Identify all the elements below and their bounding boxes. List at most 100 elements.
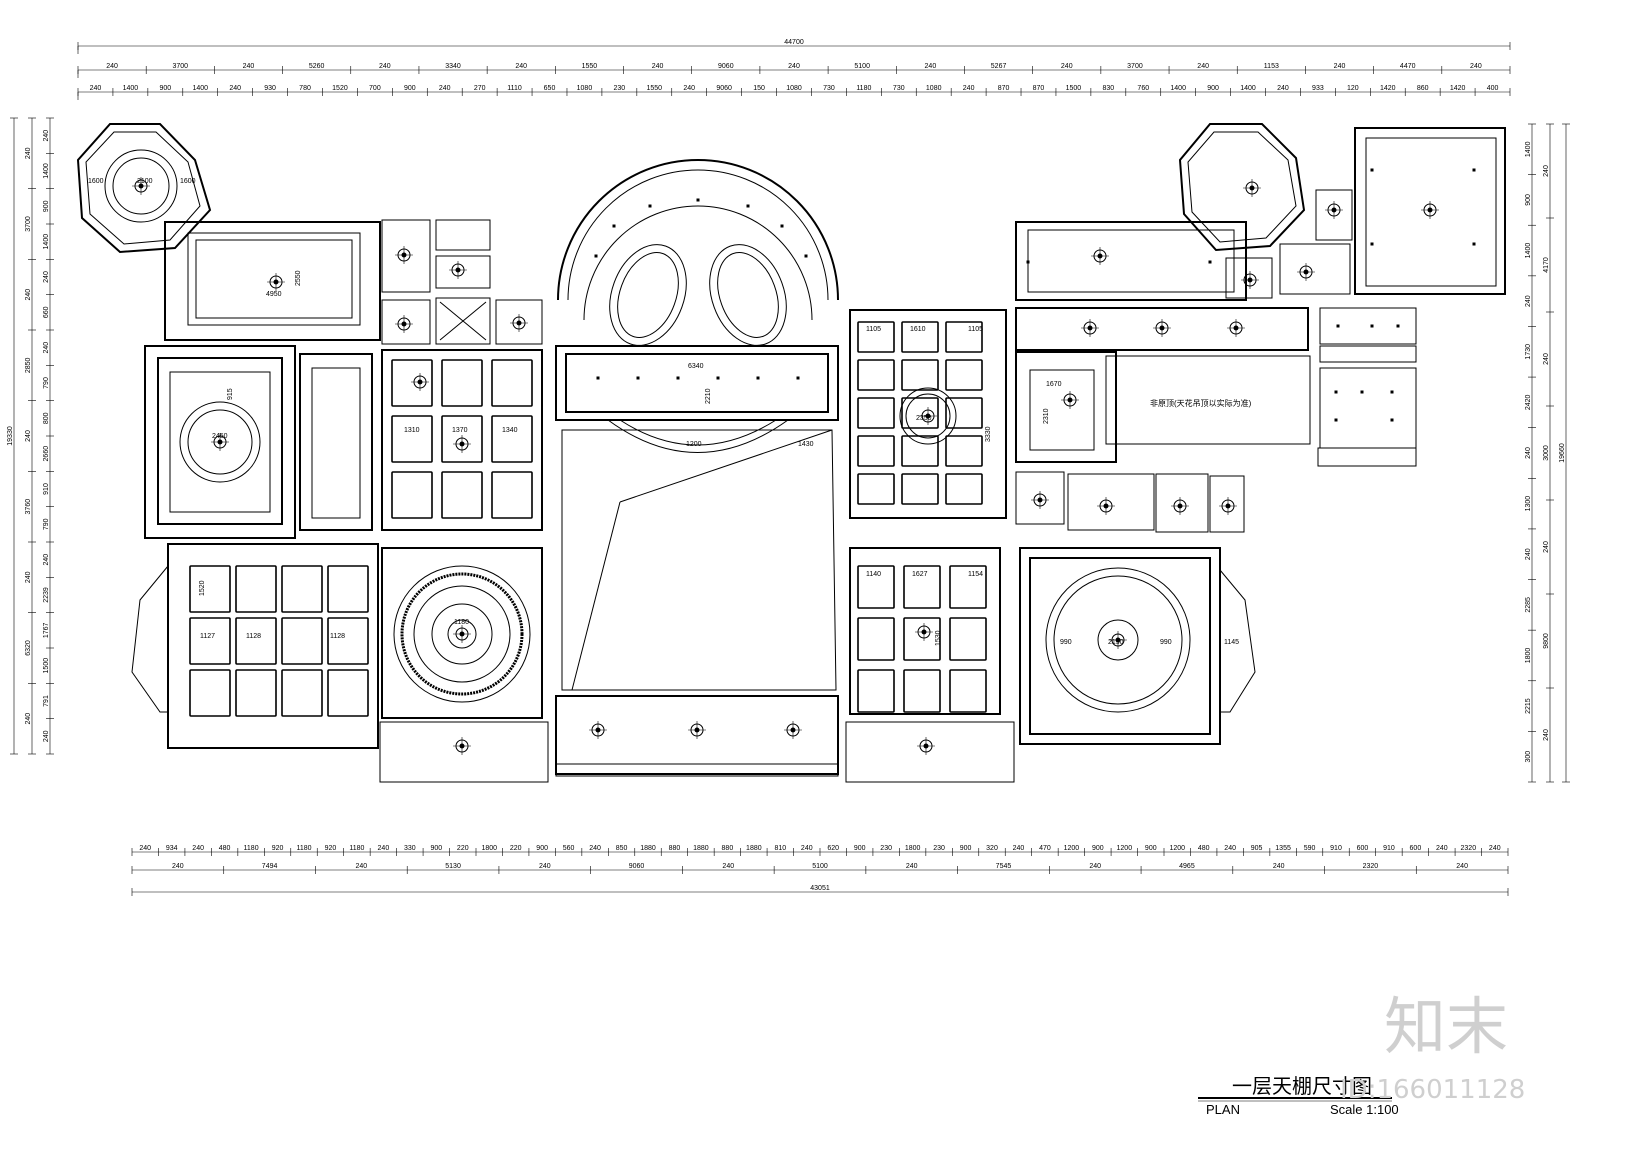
left-row3-value: 800 — [43, 412, 50, 424]
right-row3-value: 1800 — [1525, 648, 1532, 664]
label-right-grid-a: 1105 — [866, 326, 881, 333]
bottom-row1-value: 1880 — [693, 845, 709, 852]
scale-label: Scale 1:100 — [1330, 1102, 1399, 1117]
top-row3-value: 240 — [90, 85, 102, 92]
right-row2-value: 3000 — [1543, 445, 1550, 461]
bottom-row1-value: 920 — [272, 845, 284, 852]
bottom-row2-value: 5130 — [445, 863, 461, 870]
bottom-row1-value: 1180 — [296, 845, 311, 852]
bottom-row2-value: 5100 — [812, 863, 828, 870]
top-row3-value: 760 — [1137, 85, 1149, 92]
top-row3-value: 240 — [229, 85, 241, 92]
recessed-light — [395, 315, 413, 333]
ceiling-coffer — [945, 473, 983, 505]
ceiling-coffer — [235, 565, 277, 613]
recessed-light — [1061, 391, 1079, 409]
ceiling-coffer — [327, 669, 369, 717]
recessed-light — [1325, 201, 1343, 219]
drawing-title: 一层天棚尺寸图 — [1232, 1074, 1372, 1098]
label-lower-mid-b: 1627 — [912, 571, 928, 578]
top-row2-value: 240 — [106, 63, 118, 70]
bottom-row1-value: 1355 — [1275, 845, 1291, 852]
plan-label: PLAN — [1206, 1102, 1240, 1117]
bottom-row2-value: 240 — [722, 863, 734, 870]
top-row3-value: 120 — [1347, 85, 1359, 92]
ceiling-coffer — [903, 617, 941, 661]
ceiling-coffer — [189, 669, 231, 717]
ceiling-coffer — [441, 471, 483, 519]
label-rotunda: 1180 — [454, 619, 469, 626]
label-right-circle-v: 3330 — [985, 426, 992, 442]
recessed-light — [211, 433, 229, 451]
bottom-row2-value: 240 — [1273, 863, 1285, 870]
bottom-row2-value: 7545 — [996, 863, 1012, 870]
ceiling-coffer — [949, 565, 987, 609]
downlight-dot — [1396, 324, 1400, 328]
left-row3-value: 790 — [43, 377, 50, 389]
top-row3-value: 700 — [369, 85, 381, 92]
recessed-light — [449, 261, 467, 279]
top-row2-value: 240 — [515, 63, 527, 70]
left-row2-value: 3700 — [25, 216, 32, 232]
central-arch — [557, 159, 839, 301]
label-upper-left-room-v: 2550 — [295, 270, 302, 286]
ceiling-coffer — [491, 359, 533, 407]
right-row3-value: 1300 — [1525, 496, 1532, 512]
bottom-row1-value: 934 — [166, 845, 178, 852]
bottom-row1-value: 620 — [827, 845, 839, 852]
left-row2-value: 240 — [25, 713, 32, 725]
downlight-dot — [1472, 242, 1476, 246]
bottom-row1-value: 900 — [1092, 845, 1104, 852]
lower-mid-grid-room — [849, 547, 1001, 715]
left-row2-value: 240 — [25, 147, 32, 159]
right-grid-room — [849, 309, 1007, 519]
top-row3-value: 930 — [264, 85, 276, 92]
ceiling-coffer — [441, 415, 483, 463]
label-right-grid-b: 1610 — [910, 326, 926, 333]
ceiling-coffer — [945, 435, 983, 467]
left-row2-value: 3760 — [25, 499, 32, 515]
left-row3-value: 240 — [43, 554, 50, 566]
ceiling-coffer — [945, 359, 983, 391]
bottom-row2-value: 240 — [539, 863, 551, 870]
recessed-light — [919, 407, 937, 425]
label-lower-mid-d: 1530 — [935, 630, 942, 646]
bottom-row1-value: 330 — [404, 845, 416, 852]
left-row3-value: 790 — [43, 518, 50, 530]
bottom-row1-value: 1200 — [1169, 845, 1185, 852]
top-row2-value: 4470 — [1400, 63, 1416, 70]
right-row2-value: 240 — [1543, 165, 1550, 177]
bottom-row1-value: 900 — [536, 845, 548, 852]
room-dimension-labels: 2100 1600 1600 4950 2550 2450 915 1310 1… — [88, 178, 1252, 646]
top-row3-value: 1400 — [1240, 85, 1256, 92]
right-top-room — [1015, 221, 1247, 301]
ceiling-coffer — [189, 617, 231, 665]
ceiling-coffer — [857, 473, 895, 505]
ceiling-coffer — [949, 617, 987, 661]
recessed-light — [917, 737, 935, 755]
bottom-row1-value: 920 — [325, 845, 337, 852]
bottom-row1-value: 320 — [986, 845, 998, 852]
recessed-light — [1031, 491, 1049, 509]
ceiling-coffer — [901, 435, 939, 467]
bottom-row1-value: 480 — [1198, 845, 1210, 852]
top-total-value: 44700 — [784, 39, 804, 46]
right-row2-value: 240 — [1543, 729, 1550, 741]
ceiling-coffer — [235, 617, 277, 665]
top-row2-value: 240 — [1334, 63, 1346, 70]
recessed-light — [1091, 247, 1109, 265]
ceiling-coffer — [281, 617, 323, 665]
label-lower-mid-c: 1154 — [968, 571, 983, 578]
ceiling-coffer — [857, 617, 895, 661]
downlight-dot — [696, 198, 700, 202]
ceiling-coffer — [281, 669, 323, 717]
left-gazebo-outline — [76, 123, 212, 254]
ceiling-coffer — [857, 397, 895, 429]
bottom-row1-value: 230 — [880, 845, 892, 852]
left-grid-room — [381, 349, 543, 531]
left-row2-value: 2850 — [25, 357, 32, 373]
far-right-room — [1354, 127, 1506, 295]
label-central-top-v: 2210 — [705, 388, 712, 404]
right-row2-value: 240 — [1543, 353, 1550, 365]
bottom-row1-value: 1880 — [746, 845, 762, 852]
